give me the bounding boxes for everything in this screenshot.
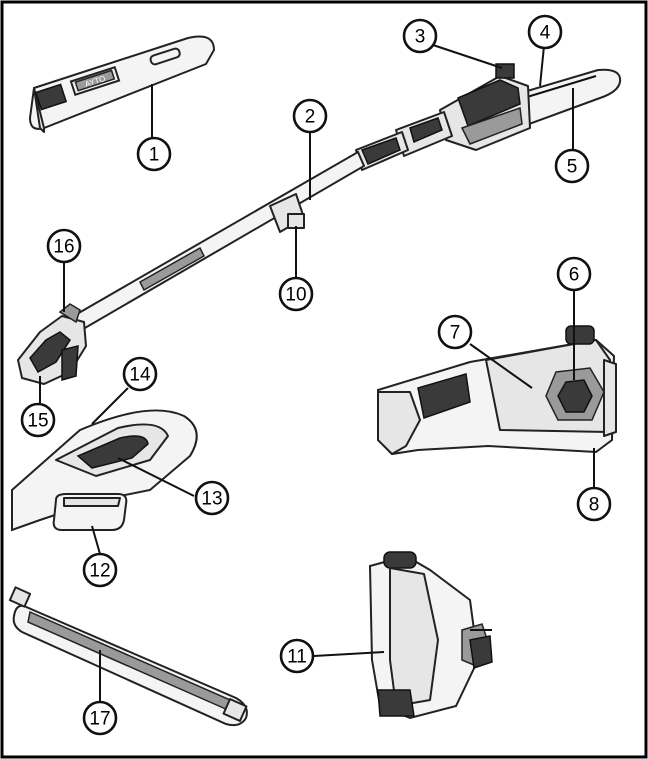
callout-3-label: 3 bbox=[415, 27, 426, 48]
callout-17: 17 bbox=[84, 702, 116, 734]
callout-11: 11 bbox=[281, 640, 313, 672]
callout-5-label: 5 bbox=[567, 157, 578, 178]
callout-5: 5 bbox=[556, 150, 588, 182]
callout-13-label: 13 bbox=[201, 489, 222, 510]
callout-13: 13 bbox=[196, 482, 228, 514]
callout-8-label: 8 bbox=[589, 495, 600, 516]
callout-15-label: 15 bbox=[27, 411, 48, 432]
callout-6: 6 bbox=[558, 258, 590, 290]
callout-2: 2 bbox=[294, 100, 326, 132]
callout-7: 7 bbox=[439, 316, 471, 348]
callout-14-label: 14 bbox=[129, 365, 151, 386]
callout-4: 4 bbox=[529, 16, 561, 48]
callout-7-label: 7 bbox=[450, 323, 461, 344]
callout-16: 16 bbox=[48, 230, 80, 262]
callout-14: 14 bbox=[124, 358, 156, 390]
callout-1-label: 1 bbox=[149, 145, 160, 166]
callout-11-label: 11 bbox=[287, 647, 307, 668]
callout-12-label: 12 bbox=[89, 561, 110, 582]
callout-17-label: 17 bbox=[89, 709, 110, 730]
callout-3: 3 bbox=[404, 20, 436, 52]
callout-6-label: 6 bbox=[569, 265, 580, 286]
callout-10: 10 bbox=[280, 278, 312, 310]
callout-15: 15 bbox=[22, 404, 54, 436]
callout-12: 12 bbox=[84, 554, 116, 586]
callout-1: 1 bbox=[138, 138, 170, 170]
callout-2-label: 2 bbox=[305, 107, 316, 128]
callout-16-label: 16 bbox=[53, 237, 74, 258]
callout-8: 8 bbox=[578, 488, 610, 520]
callout-4-label: 4 bbox=[540, 23, 551, 44]
callout-10-label: 10 bbox=[285, 285, 306, 306]
